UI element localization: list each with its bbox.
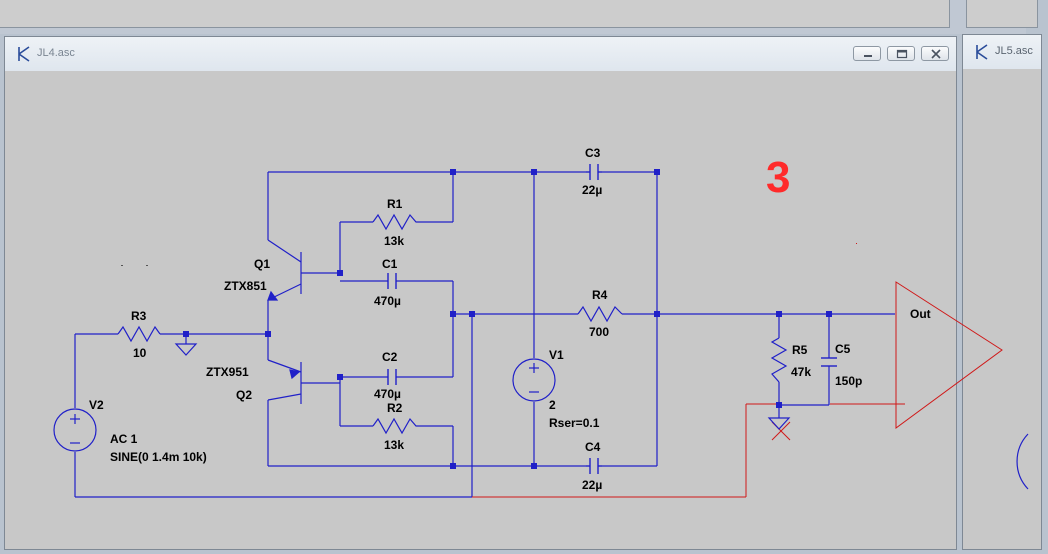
r3-value-label: 10 [133,346,147,360]
v1-rser-label: Rser=0.1 [549,416,600,430]
c3-value-label: 22µ [582,183,602,197]
r5-value-label: 47k [791,365,811,379]
resistor-symbols [117,213,788,435]
r4-symbol [577,305,623,323]
main-window-titlebar[interactable]: JL4.asc [5,37,956,71]
v1-value-label: 2 [549,398,556,412]
wires [74,171,895,498]
c1-name-label: C1 [382,257,398,271]
schematic-icon [976,44,988,60]
close-icon [931,49,941,59]
r4-value-label: 700 [589,325,609,339]
transistor-symbols [267,239,302,404]
schematic-icon [18,46,30,62]
v1-symbol [512,358,556,402]
v1-name-label: V1 [549,348,564,362]
r3-name-label: R3 [131,309,147,323]
capacitor-symbols [387,164,837,474]
side-window-canvas[interactable] [968,69,1041,543]
c1-value-label: 470µ [374,294,401,308]
c2-name-label: C2 [382,350,398,364]
maximize-button[interactable] [887,46,915,61]
side-window-title: JL5.asc [995,45,1033,57]
red-amplifier-overlay [472,281,1003,498]
r1-name-label: R1 [387,197,403,211]
r1-value-label: 13k [384,234,404,248]
out-net-label: Out [910,307,931,321]
q1-label: Q1 [254,257,270,271]
c5-value-label: 150p [835,374,862,388]
q2-symbol [267,359,302,404]
r2-name-label: R2 [387,401,403,415]
v2-name-label: V2 [89,398,104,412]
c2-symbol [387,369,397,385]
r2-symbol [372,417,420,435]
junction-dots [183,169,832,469]
ground-symbols [174,343,791,430]
v2-ac-label: AC 1 [110,432,138,446]
c5-symbol [821,357,837,367]
r3-symbol [117,325,161,343]
ground-icon [174,343,198,356]
side-window-partial-drawing [1016,433,1029,490]
r1-symbol [372,213,420,231]
minimize-button[interactable] [853,46,881,61]
schematic-drawing[interactable]: Q1 ZTX851 ZTX951 Q2 R1 13k C1 470µ C2 47… [0,0,1026,550]
c4-symbol [589,458,599,474]
c5-name-label: C5 [835,342,851,356]
r5-symbol [770,337,788,383]
r4-name-label: R4 [592,288,608,302]
c2-value-label: 470µ [374,387,401,401]
side-window-titlebar[interactable]: JL5.asc [963,35,1041,69]
main-window-title: JL4.asc [37,47,75,59]
c3-name-label: C3 [585,146,601,160]
ground-icon [767,417,791,430]
q1-symbol [267,239,302,301]
q2-model-label: ZTX951 [206,365,249,379]
v2-symbol [53,408,97,452]
r2-value-label: 13k [384,438,404,452]
side-schematic-window[interactable]: JL5.asc [962,34,1042,550]
c1-symbol [387,273,397,289]
background-window-left [0,0,950,28]
q1-model-label: ZTX851 [224,279,267,293]
background-window-right [966,0,1038,28]
stray-dots [121,243,857,266]
close-button[interactable] [921,46,949,61]
v2-source-label: SINE(0 1.4m 10k) [110,450,207,464]
c4-name-label: C4 [585,440,601,454]
r5-name-label: R5 [792,343,808,357]
c4-value-label: 22µ [582,478,602,492]
voltage-source-symbols [53,358,556,452]
red-annotation-number: 3 [766,153,790,202]
minimize-icon [864,55,872,57]
q2-label: Q2 [236,388,252,402]
main-schematic-window[interactable]: JL4.asc [4,36,957,550]
background-window-strip [0,0,1038,34]
maximize-icon [896,49,908,59]
c3-symbol [589,164,599,180]
